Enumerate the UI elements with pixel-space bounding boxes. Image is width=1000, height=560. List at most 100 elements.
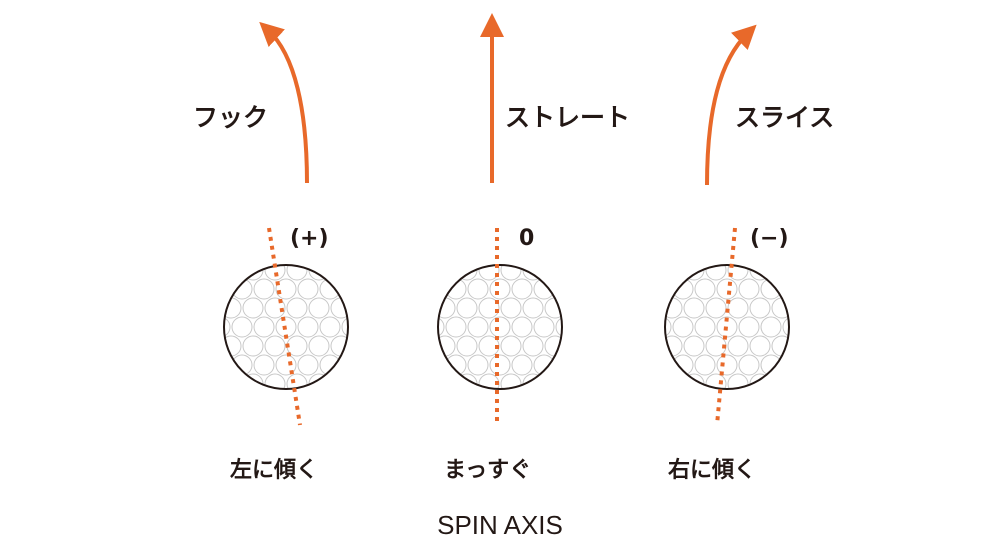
dimple: [199, 298, 219, 318]
dimple: [665, 373, 683, 389]
dimple: [224, 297, 242, 319]
dimple: [629, 393, 649, 413]
dimple: [694, 278, 716, 300]
dimple: [210, 241, 230, 261]
dimple: [578, 241, 598, 261]
dimple: [254, 393, 274, 413]
dimple: [805, 355, 825, 375]
dimple: [438, 316, 445, 338]
dimple: [607, 279, 627, 299]
dimple: [402, 317, 422, 337]
dimple: [308, 297, 330, 319]
dimple: [342, 241, 362, 261]
dimple: [188, 393, 208, 413]
dimple: [544, 297, 562, 319]
dimple: [490, 241, 510, 261]
dimple: [446, 393, 466, 413]
dimple: [544, 373, 562, 389]
dimple: [611, 260, 631, 280]
dimple: [556, 241, 576, 261]
dimple: [397, 260, 417, 280]
dimple: [166, 393, 186, 413]
dimple: [402, 393, 422, 413]
dimple: [589, 336, 609, 356]
dimple: [456, 297, 478, 319]
dimple: [761, 393, 781, 413]
straight-label: ストレート: [505, 103, 631, 132]
dimple: [629, 279, 649, 299]
dimple: [467, 354, 489, 376]
dimple: [749, 297, 771, 319]
dimple: [727, 265, 749, 281]
dimple: [391, 336, 411, 356]
dimple: [199, 374, 219, 394]
dimple: [397, 336, 417, 356]
dimple: [264, 297, 286, 319]
dimple: [468, 393, 488, 413]
dimple: [511, 278, 533, 300]
dimple: [600, 393, 620, 413]
dimple: [330, 297, 348, 319]
dimple: [665, 354, 672, 376]
dimple: [827, 241, 847, 261]
dimple: [739, 393, 759, 413]
dimple: [386, 279, 406, 299]
dimple: [413, 298, 433, 318]
dimple: [276, 393, 296, 413]
dimple: [618, 336, 638, 356]
dimple: [353, 336, 373, 356]
sign-minus: (−): [750, 226, 789, 251]
dimple: [166, 241, 186, 261]
dimple: [567, 298, 587, 318]
dimple: [341, 354, 348, 376]
dimple: [177, 336, 197, 356]
dimple: [188, 317, 208, 337]
dimple: [771, 373, 789, 389]
dimple: [794, 336, 814, 356]
dimple: [341, 278, 348, 300]
dimple: [224, 354, 231, 376]
ball-dimples: [166, 241, 417, 413]
dimple: [838, 260, 858, 280]
dimple: [386, 317, 406, 337]
dimple: [242, 297, 264, 319]
golf-ball-center: [437, 264, 563, 390]
dimple: [578, 279, 598, 299]
dimple: [424, 393, 444, 413]
dimple: [607, 317, 627, 337]
dimple: [600, 355, 620, 375]
dimple: [555, 354, 562, 376]
dimple: [342, 393, 362, 413]
dimple: [500, 373, 522, 389]
dimple: [816, 336, 836, 356]
dimple: [364, 355, 384, 375]
dimple: [805, 393, 825, 413]
dimple: [380, 355, 400, 375]
dimple: [589, 298, 609, 318]
dimple: [794, 298, 814, 318]
dimple: [629, 317, 649, 337]
dimple: [805, 317, 825, 337]
dimple: [490, 393, 510, 413]
dimple: [438, 354, 445, 376]
dimple: [253, 316, 275, 338]
dimple: [816, 298, 836, 318]
dimple: [298, 393, 318, 413]
dimple: [738, 316, 760, 338]
tilt-right-label: 右に傾く: [668, 458, 757, 483]
dimple: [838, 374, 858, 394]
dimple: [771, 297, 789, 319]
dimple: [665, 297, 683, 319]
dimple: [805, 241, 825, 261]
hook-arrow: [259, 21, 309, 184]
dimple: [330, 335, 348, 357]
dimple: [386, 393, 406, 413]
dimple: [177, 374, 197, 394]
dimple: [489, 278, 511, 300]
dimple: [341, 316, 348, 338]
dimple: [177, 298, 197, 318]
dimple: [478, 265, 500, 281]
dimple: [242, 335, 264, 357]
dimple: [231, 316, 253, 338]
dimple: [375, 336, 395, 356]
